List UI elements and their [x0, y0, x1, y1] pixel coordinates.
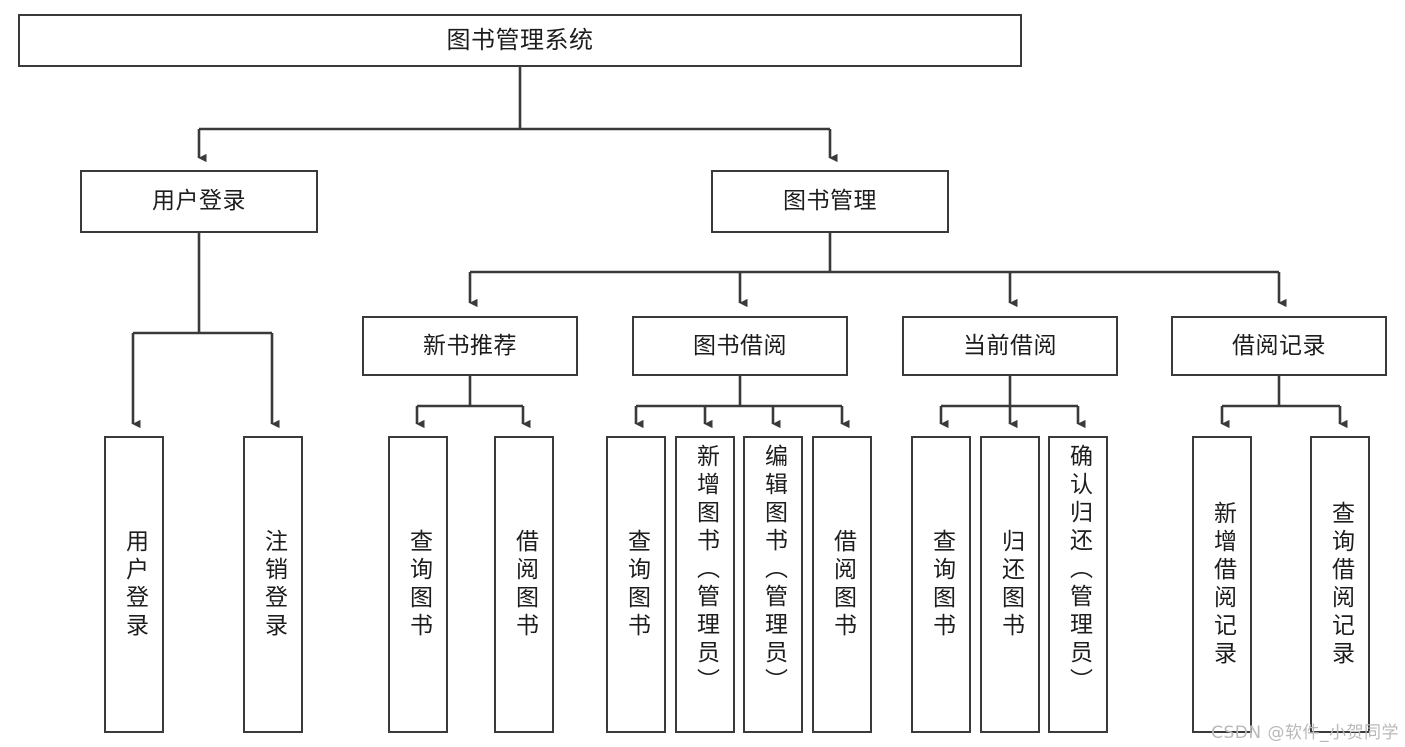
node-leaf-edit-book-admin[interactable]: 编辑图书（管理员） [743, 436, 803, 733]
node-label: 图书管理 [783, 188, 877, 215]
node-label: 借阅记录 [1232, 332, 1326, 359]
node-current-borrow[interactable]: 当前借阅 [902, 316, 1118, 376]
node-label: 图书管理系统 [446, 25, 594, 54]
node-user-login[interactable]: 用户登录 [80, 170, 318, 233]
node-label: 注销登录 [260, 528, 287, 641]
node-leaf-add-book-admin[interactable]: 新增图书（管理员） [675, 436, 735, 733]
node-label: 查询图书 [623, 528, 650, 641]
node-leaf-query-book-2[interactable]: 查询图书 [606, 436, 666, 733]
node-label: 确认归还（管理员） [1065, 444, 1092, 696]
csdn-watermark: CSDN @软件_小贺同学 [1211, 723, 1399, 743]
node-label: 编辑图书（管理员） [760, 444, 787, 696]
node-label: 新增图书（管理员） [692, 444, 719, 696]
node-leaf-confirm-return-admin[interactable]: 确认归还（管理员） [1048, 436, 1108, 733]
node-label: 用户登录 [121, 528, 148, 641]
node-leaf-borrow-book-2[interactable]: 借阅图书 [812, 436, 872, 733]
node-label: 借阅图书 [511, 528, 538, 641]
node-leaf-return-book[interactable]: 归还图书 [980, 436, 1040, 733]
node-label: 新增借阅记录 [1209, 500, 1236, 669]
node-label: 新书推荐 [423, 332, 517, 359]
node-book-management[interactable]: 图书管理 [711, 170, 949, 233]
node-label: 归还图书 [997, 528, 1024, 641]
node-label: 图书借阅 [693, 332, 787, 359]
node-leaf-query-book-1[interactable]: 查询图书 [388, 436, 448, 733]
node-label: 用户登录 [152, 188, 246, 215]
node-leaf-add-borrow-record[interactable]: 新增借阅记录 [1192, 436, 1252, 733]
node-leaf-user-login[interactable]: 用户登录 [104, 436, 164, 733]
node-label: 借阅图书 [829, 528, 856, 641]
node-label: 查询图书 [928, 528, 955, 641]
node-leaf-borrow-book-1[interactable]: 借阅图书 [494, 436, 554, 733]
node-label: 查询借阅记录 [1327, 500, 1354, 669]
node-label: 查询图书 [405, 528, 432, 641]
node-leaf-query-borrow-record[interactable]: 查询借阅记录 [1310, 436, 1370, 733]
node-leaf-logout-login[interactable]: 注销登录 [243, 436, 303, 733]
node-root-book-management-system[interactable]: 图书管理系统 [18, 14, 1022, 67]
node-borrow-record[interactable]: 借阅记录 [1171, 316, 1387, 376]
node-book-borrow[interactable]: 图书借阅 [632, 316, 848, 376]
node-leaf-query-book-3[interactable]: 查询图书 [911, 436, 971, 733]
node-new-book-recommend[interactable]: 新书推荐 [362, 316, 578, 376]
node-label: 当前借阅 [963, 332, 1057, 359]
